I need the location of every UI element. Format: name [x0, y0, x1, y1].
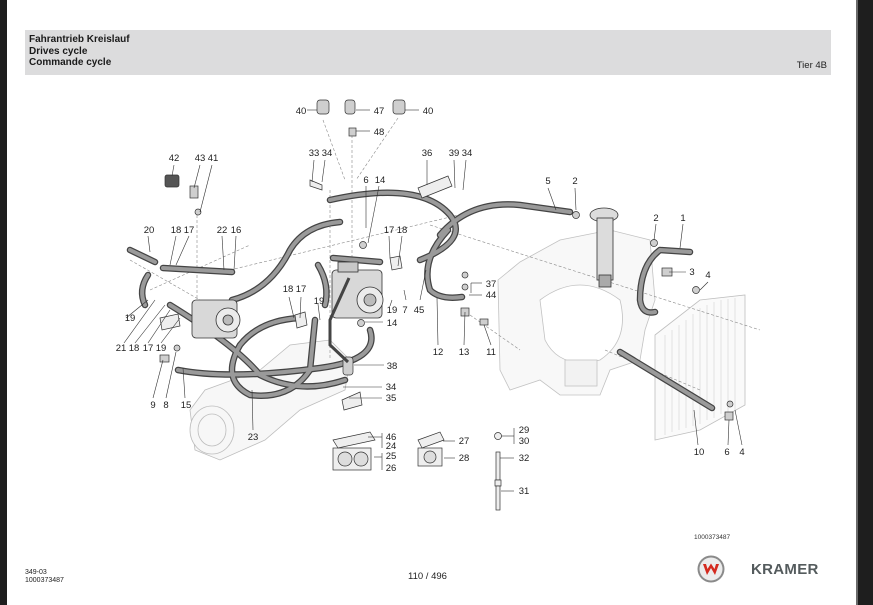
- hydraulic-pump: [331, 261, 384, 319]
- callout-6[interactable]: 6: [363, 175, 368, 186]
- axle-frame-outline: [497, 229, 656, 396]
- scrollbar-edge[interactable]: [856, 0, 858, 605]
- callout-40[interactable]: 40: [296, 106, 307, 117]
- hose-12: [424, 226, 466, 301]
- callout-19[interactable]: 19: [125, 313, 136, 324]
- callout-19[interactable]: 19: [314, 296, 325, 307]
- callout-17[interactable]: 17: [184, 225, 195, 236]
- callout-4[interactable]: 4: [739, 447, 744, 458]
- page-header: Fahrantrieb Kreislauf Drives cycle Comma…: [25, 30, 831, 75]
- callout-43[interactable]: 43: [195, 153, 206, 164]
- callout-19[interactable]: 19: [387, 305, 398, 316]
- callout-18[interactable]: 18: [397, 225, 408, 236]
- brand-name: KRAMER: [751, 561, 819, 578]
- section-code: 349-03: [25, 569, 47, 576]
- document-number: 1000373487: [25, 577, 64, 584]
- wacker-neuson-logo-icon: [697, 555, 725, 583]
- callout-17[interactable]: 17: [296, 284, 307, 295]
- callout-10[interactable]: 10: [694, 447, 705, 458]
- callout-24[interactable]: 24: [386, 441, 397, 452]
- callout-11[interactable]: 11: [486, 347, 496, 358]
- callout-leader-lines: [123, 109, 743, 492]
- callout-31[interactable]: 31: [519, 486, 530, 497]
- page-number: 110 / 496: [408, 571, 447, 582]
- hydraulic-hoses: [126, 189, 716, 412]
- callout-47[interactable]: 47: [374, 106, 385, 117]
- callout-8[interactable]: 8: [163, 400, 168, 411]
- callout-20[interactable]: 20: [144, 225, 155, 236]
- emission-tier: Tier 4B: [796, 60, 827, 71]
- callout-36[interactable]: 36: [422, 148, 433, 159]
- callout-27[interactable]: 27: [459, 436, 470, 447]
- callout-13[interactable]: 13: [459, 347, 470, 358]
- footer-codes: 349-03 1000373487: [25, 569, 64, 585]
- callout-34[interactable]: 34: [386, 382, 397, 393]
- callout-18[interactable]: 18: [283, 284, 294, 295]
- filter-housing: [589, 207, 619, 288]
- callout-17[interactable]: 17: [384, 225, 395, 236]
- callout-40[interactable]: 40: [423, 106, 434, 117]
- callout-42[interactable]: 42: [169, 153, 180, 164]
- callout-39[interactable]: 39: [449, 148, 460, 159]
- callout-33[interactable]: 33: [309, 148, 320, 159]
- callout-1[interactable]: 1: [680, 213, 685, 224]
- callout-21[interactable]: 21: [116, 343, 127, 354]
- callout-22[interactable]: 22: [217, 225, 228, 236]
- callout-32[interactable]: 32: [519, 453, 530, 464]
- drive-housing-outline: [189, 339, 351, 461]
- callout-45[interactable]: 45: [414, 305, 425, 316]
- callout-41[interactable]: 41: [208, 153, 219, 164]
- callout-6[interactable]: 6: [724, 447, 729, 458]
- callout-18[interactable]: 18: [171, 225, 182, 236]
- callout-2[interactable]: 2: [653, 213, 658, 224]
- callout-23[interactable]: 23: [248, 432, 259, 443]
- drawing-number: 1000373487: [694, 534, 731, 541]
- title-english: Drives cycle: [29, 45, 88, 57]
- callout-labels: 40 47 40 48 42 43 41 33 34 36 39 34 6 14…: [116, 106, 745, 497]
- callout-30[interactable]: 30: [519, 436, 530, 447]
- callout-14[interactable]: 14: [387, 318, 398, 329]
- callout-5[interactable]: 5: [545, 176, 550, 187]
- callout-3[interactable]: 3: [689, 267, 694, 278]
- callout-9[interactable]: 9: [150, 400, 155, 411]
- callout-35[interactable]: 35: [386, 393, 397, 404]
- callout-28[interactable]: 28: [459, 453, 470, 464]
- callout-26[interactable]: 26: [386, 463, 397, 474]
- callout-46[interactable]: 46: [386, 432, 397, 443]
- callout-38[interactable]: 38: [387, 361, 398, 372]
- callout-18[interactable]: 18: [129, 343, 140, 354]
- callout-19[interactable]: 19: [156, 343, 167, 354]
- callout-29[interactable]: 29: [519, 425, 530, 436]
- radiator-outline: [654, 294, 746, 441]
- callout-37[interactable]: 37: [486, 279, 497, 290]
- callout-34[interactable]: 34: [462, 148, 473, 159]
- fittings: [159, 99, 734, 421]
- callout-44[interactable]: 44: [486, 290, 497, 301]
- hydraulic-motor: [191, 299, 241, 339]
- callout-15[interactable]: 15: [181, 400, 192, 411]
- callout-12[interactable]: 12: [433, 347, 444, 358]
- title-french: Commande cycle: [29, 57, 112, 68]
- callout-7[interactable]: 7: [402, 305, 407, 316]
- title-german: Fahrantrieb Kreislauf: [29, 34, 130, 45]
- callout-16[interactable]: 16: [231, 225, 242, 236]
- callout-17[interactable]: 17: [143, 343, 154, 354]
- callout-2[interactable]: 2: [572, 176, 577, 187]
- callout-25[interactable]: 25: [386, 451, 397, 462]
- callout-14[interactable]: 14: [375, 175, 386, 186]
- exploded-parts-diagram: 40 47 40 48 42 43 41 33 34 36 39 34 6 14…: [116, 99, 761, 511]
- callout-4[interactable]: 4: [705, 270, 710, 281]
- callout-34[interactable]: 34: [322, 148, 333, 159]
- callout-48[interactable]: 48: [374, 127, 385, 138]
